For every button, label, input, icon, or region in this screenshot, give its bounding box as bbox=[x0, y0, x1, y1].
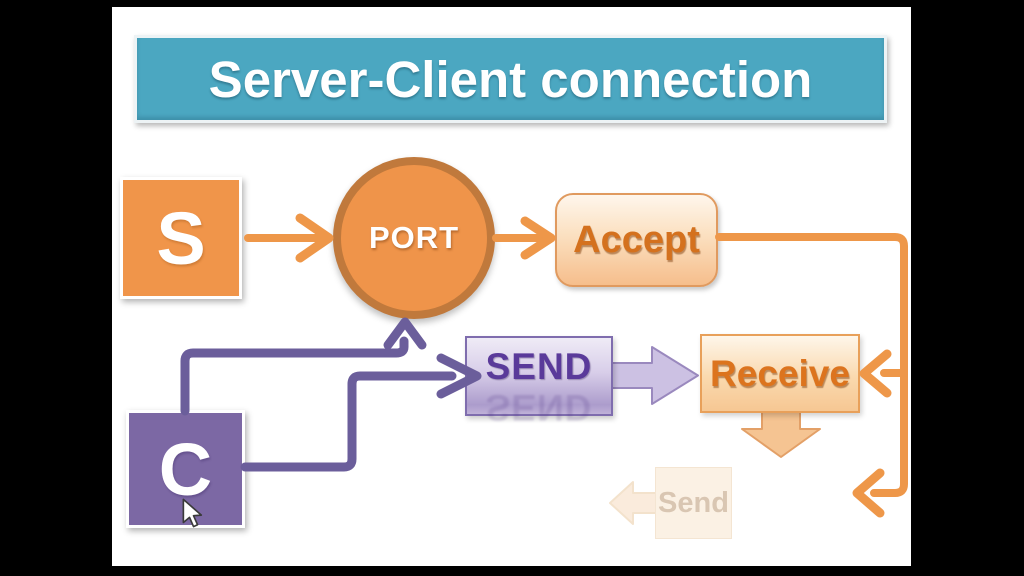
port-node: PORT bbox=[333, 157, 495, 319]
receive-label: Receive bbox=[710, 352, 850, 394]
letterbox-top bbox=[0, 0, 1024, 7]
server-label: S bbox=[156, 196, 206, 280]
send-label: SEND bbox=[485, 346, 593, 387]
accept-label: Accept bbox=[573, 218, 700, 261]
client-label: C bbox=[158, 427, 213, 511]
letterbox-right bbox=[911, 0, 1024, 576]
page-title: Server-Client connection bbox=[208, 50, 813, 108]
client-node: C bbox=[126, 410, 245, 528]
send-label-reflection: SEND bbox=[485, 387, 593, 428]
pending-send-node: Send bbox=[655, 467, 732, 539]
send-node: SEND SEND bbox=[465, 336, 613, 428]
letterbox-bottom bbox=[0, 566, 1024, 576]
letterbox-left bbox=[0, 0, 112, 576]
accept-node: Accept bbox=[555, 193, 718, 287]
server-node: S bbox=[120, 177, 242, 299]
title-banner: Server-Client connection bbox=[134, 35, 887, 123]
port-label: PORT bbox=[368, 220, 460, 255]
receive-node: Receive bbox=[700, 334, 860, 413]
pending-send-label: Send bbox=[658, 486, 729, 519]
